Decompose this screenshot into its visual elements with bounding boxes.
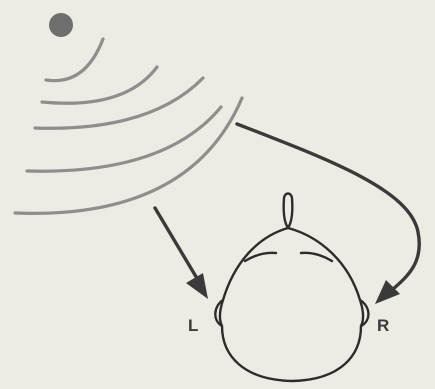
sound-wave-2 — [42, 67, 157, 103]
right-ear-label: R — [377, 316, 389, 335]
sound-wave-5 — [15, 98, 242, 213]
head-outline — [215, 194, 368, 382]
left-brow-mark — [245, 253, 276, 261]
arrow-to-left-ear — [155, 208, 208, 299]
sound-waves — [15, 39, 242, 213]
right-brow-mark — [301, 253, 332, 261]
sound-source-dot — [49, 13, 73, 37]
left-ear-label: L — [188, 316, 198, 335]
arrow-to-right-ear — [237, 124, 419, 304]
sound-wave-4 — [27, 107, 221, 171]
sound-wave-1 — [46, 39, 103, 81]
